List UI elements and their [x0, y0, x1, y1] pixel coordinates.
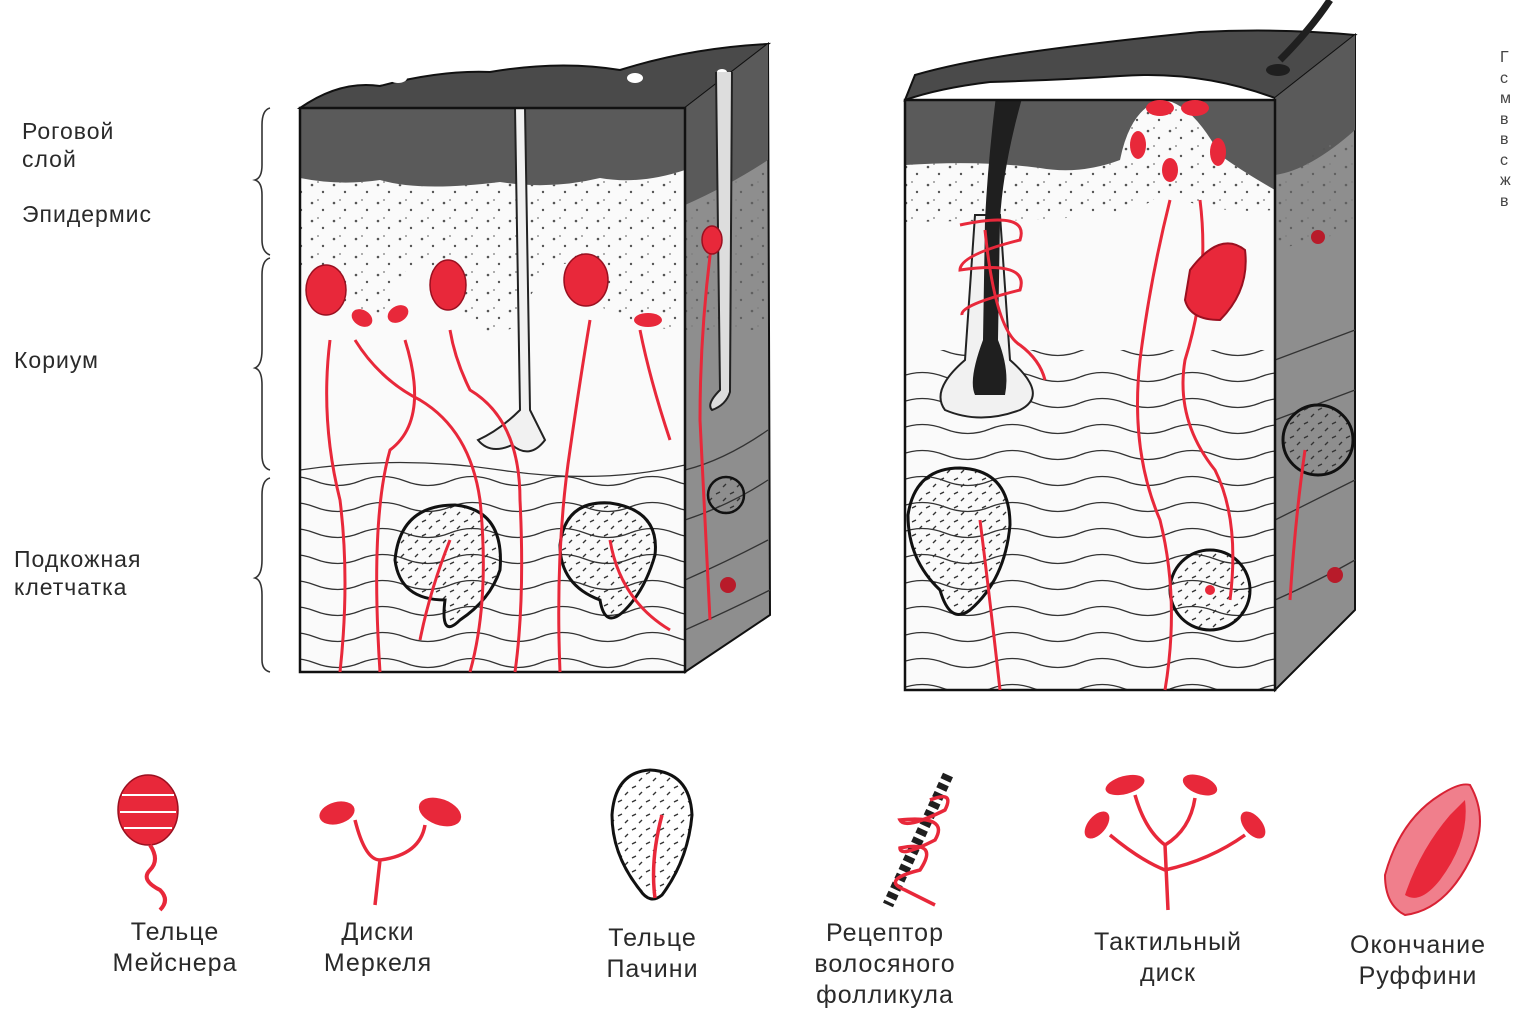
hair-follicle-receptor-icon: [888, 775, 948, 905]
pacini-icon: [612, 770, 692, 899]
label-corium: Кориум: [14, 346, 99, 374]
right-skin-block: [900, 0, 1355, 695]
merkel-icon: [317, 792, 465, 905]
ruffini-icon: [1385, 784, 1480, 915]
tactile-disc-icon: [1080, 770, 1270, 910]
label-epidermis: Эпидермис: [22, 200, 152, 228]
meissner-icon: [118, 775, 178, 910]
layer-braces: [255, 108, 270, 672]
